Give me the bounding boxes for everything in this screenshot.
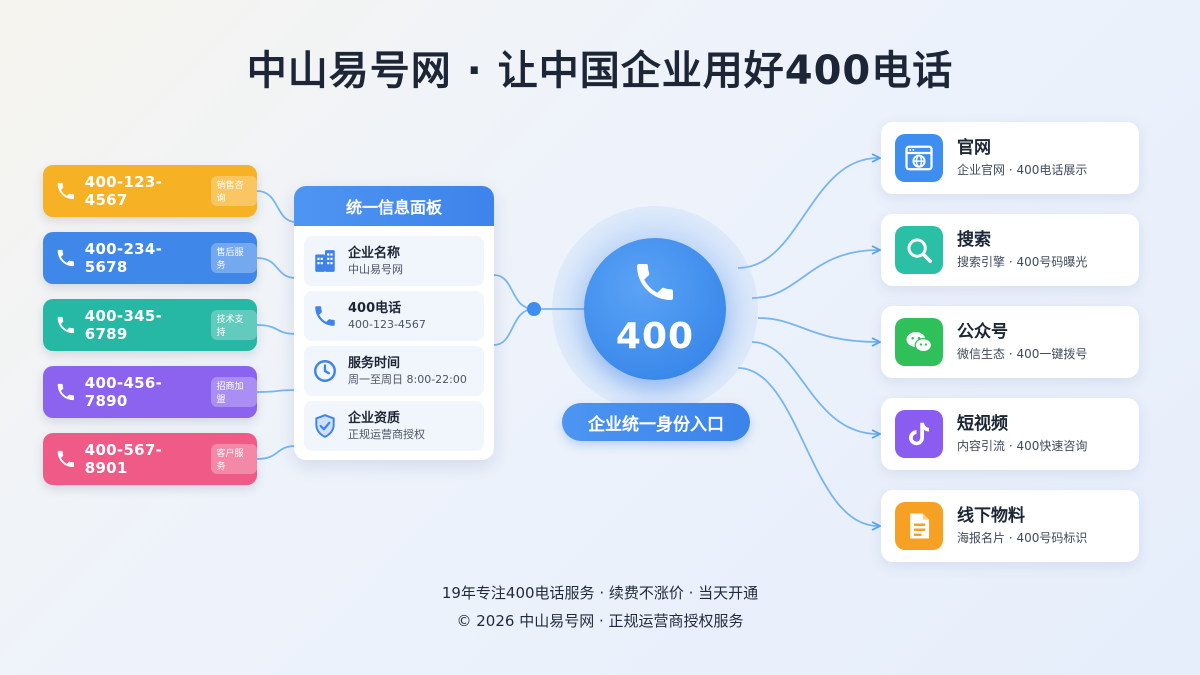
shield-check-icon (315, 414, 335, 438)
info-row-value: 中山易号网 (348, 262, 403, 276)
phone-number: 400-456-7890 (84, 374, 163, 410)
info-row-label: 企业资质 (348, 410, 401, 426)
phone-icon (57, 383, 74, 401)
wechat-icon (906, 332, 933, 353)
phone-line-pill[interactable]: 400-123-4567 销售咨询 (43, 165, 258, 217)
channel-title: 搜索 (957, 230, 991, 250)
channel-title: 短视频 (957, 414, 1008, 434)
channel-title: 公众号 (957, 322, 1008, 342)
phone-icon (315, 306, 335, 326)
pill-connector (256, 445, 297, 460)
channel-title: 官网 (957, 138, 991, 158)
info-row: 服务时间周一至周日 8:00-22:00 (304, 346, 484, 396)
phone-number: 400-123-4567 (84, 173, 163, 209)
channel-connector (757, 317, 879, 343)
clock-icon (314, 360, 336, 382)
building-icon (315, 250, 335, 272)
phone-line-pill[interactable]: 400-567-8901 客户服务 (43, 433, 258, 485)
channel-card[interactable]: 搜索搜索引擎 · 400号码曝光 (881, 214, 1139, 286)
channel-connector (751, 249, 879, 299)
channel-icon-box (895, 134, 943, 182)
info-row-value: 400-123-4567 (348, 317, 426, 331)
arrow-head (871, 521, 883, 531)
phone-line-tag: 客户服务 (211, 444, 258, 474)
channel-connector (751, 341, 879, 435)
phone-line-tag: 技术支持 (211, 310, 258, 340)
info-row-label: 服务时间 (348, 355, 401, 371)
pill-connector (256, 190, 297, 223)
browser-globe-icon (905, 145, 933, 171)
phone-number: 400-234-5678 (84, 240, 163, 276)
channel-connector (737, 367, 879, 527)
phone-icon (57, 249, 74, 267)
channel-icon-box (895, 226, 943, 274)
arrow-head (871, 153, 883, 163)
phone-icon (637, 264, 673, 300)
panel-connector (493, 308, 535, 346)
info-row: 企业资质正规运营商授权 (304, 401, 484, 451)
channel-desc: 海报名片 · 400号码标识 (957, 531, 1088, 545)
channel-card[interactable]: 公众号微信生态 · 400一键拨号 (881, 306, 1139, 378)
footer-tagline: 19年专注400电话服务 · 续费不涨价 · 当天开通 (441, 584, 759, 602)
phone-line-tag: 招商加盟 (211, 377, 258, 407)
phone-line-tag: 销售咨询 (211, 176, 258, 206)
phone-icon (57, 316, 74, 334)
info-row-value: 正规运营商授权 (348, 427, 425, 441)
channel-icon-box (895, 502, 943, 550)
channel-desc: 搜索引擎 · 400号码曝光 (957, 255, 1088, 269)
junction-dot (527, 302, 541, 316)
info-row-value: 周一至周日 8:00-22:00 (348, 372, 467, 386)
hub-circle: 400 (584, 238, 726, 380)
phone-line-tag: 售后服务 (211, 243, 258, 273)
channel-card[interactable]: 线下物料海报名片 · 400号码标识 (881, 490, 1139, 562)
info-row-label: 企业名称 (348, 245, 401, 261)
info-row-label: 400电话 (348, 300, 402, 316)
channel-card[interactable]: 官网企业官网 · 400电话展示 (881, 122, 1139, 194)
channel-card[interactable]: 短视频内容引流 · 400快速咨询 (881, 398, 1139, 470)
phone-number: 400-567-8901 (84, 441, 163, 477)
document-icon (910, 513, 929, 539)
magnifier-icon (907, 238, 932, 263)
channel-icon-box (895, 318, 943, 366)
channel-desc: 企业官网 · 400电话展示 (957, 163, 1088, 177)
phone-icon (57, 182, 74, 200)
hub-label: 企业统一身份入口 (562, 403, 750, 441)
phone-line-pill[interactable]: 400-345-6789 技术支持 (43, 299, 258, 351)
channel-title: 线下物料 (957, 506, 1025, 526)
arrow-head (871, 429, 883, 439)
phone-number: 400-345-6789 (84, 307, 163, 343)
phone-icon (57, 450, 74, 468)
phone-line-pill[interactable]: 400-234-5678 售后服务 (43, 232, 258, 284)
channel-icon-box (895, 410, 943, 458)
tiktok-icon (909, 422, 929, 446)
channel-connector (737, 157, 879, 269)
channel-desc: 微信生态 · 400一键拨号 (957, 347, 1088, 361)
pill-connector (256, 324, 297, 335)
panel-connector (493, 274, 535, 310)
hub-number: 400 (615, 316, 695, 357)
channel-desc: 内容引流 · 400快速咨询 (957, 439, 1088, 453)
arrow-head (871, 245, 883, 255)
info-row: 企业名称中山易号网 (304, 236, 484, 286)
pill-connector (256, 389, 297, 393)
info-panel-title: 统一信息面板 (294, 186, 494, 226)
footer-copyright: © 2026 中山易号网 · 正规运营商授权服务 (456, 612, 744, 630)
pill-connector (256, 257, 297, 279)
page-title: 中山易号网 · 让中国企业用好400电话 (246, 48, 954, 94)
phone-line-pill[interactable]: 400-456-7890 招商加盟 (43, 366, 258, 418)
arrow-head (871, 337, 883, 347)
